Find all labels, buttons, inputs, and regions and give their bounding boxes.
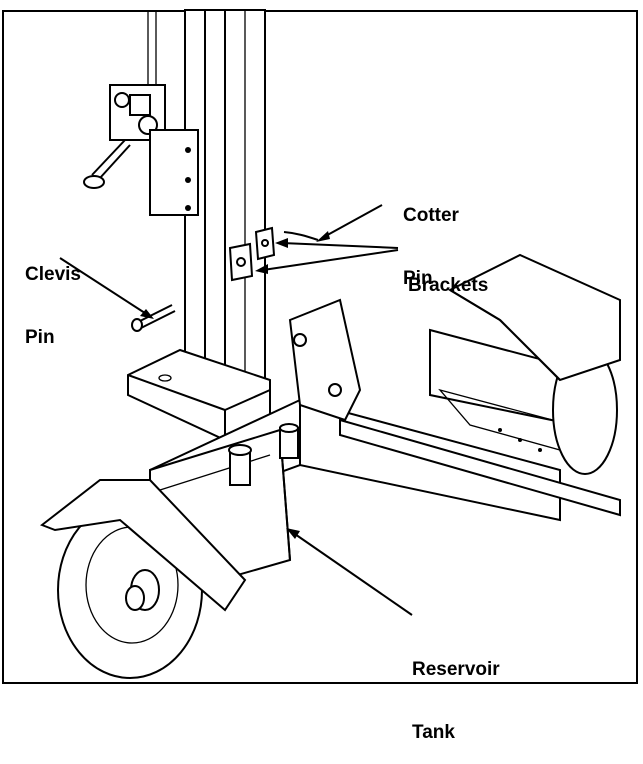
valve-assembly	[83, 84, 199, 216]
equipment-diagram	[39, 9, 621, 679]
mast-column	[147, 9, 266, 422]
brackets-parts	[228, 226, 276, 282]
tow-arm	[288, 298, 621, 517]
leader-arrows	[59, 204, 413, 616]
rear-wheel	[447, 253, 621, 475]
figure-frame	[2, 10, 638, 684]
cotter-pin-part	[283, 231, 319, 241]
label-reservoir-tank: Reservoir Tank	[412, 659, 500, 743]
label-brackets: Brackets	[408, 275, 489, 296]
clevis-pin-part	[131, 304, 176, 332]
label-cotter-pin: Cotter Pin	[403, 205, 459, 289]
label-clevis-pin: Clevis Pin	[25, 264, 81, 348]
front-wheel	[39, 479, 247, 679]
